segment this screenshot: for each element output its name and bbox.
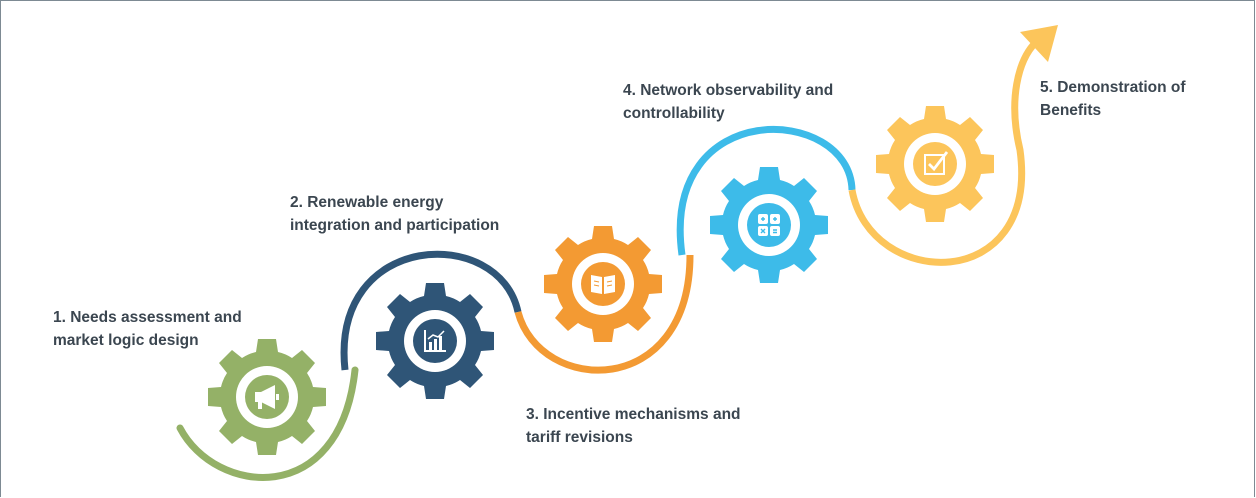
megaphone-icon — [255, 385, 279, 409]
path-segment-4 — [676, 126, 856, 256]
gear-2 — [376, 283, 494, 399]
path-segment-1 — [176, 366, 359, 481]
gear-1 — [208, 339, 326, 455]
path-segment-5 — [848, 39, 1039, 266]
step-5-line-2: Benefits — [1040, 102, 1102, 119]
step-4-line-1: 4. Network observability and — [623, 82, 834, 99]
step-2-line-1: 2. Renewable energy — [290, 194, 444, 211]
step-4-line-2: controllability — [623, 105, 725, 122]
calculator-icon — [758, 214, 780, 236]
step-5-line-1: 5. Demonstration of — [1040, 79, 1186, 96]
gear-4 — [710, 167, 828, 283]
step-2-label: 2. Renewable energy integration and part… — [290, 191, 499, 237]
arrow-head — [1020, 25, 1058, 62]
step-3-label: 3. Incentive mechanisms and tariff revis… — [526, 403, 741, 449]
step-2-line-2: integration and participation — [290, 217, 500, 234]
gear-5 — [876, 106, 994, 222]
step-5-label: 5. Demonstration of Benefits — [1040, 76, 1186, 122]
step-3-line-1: 3. Incentive mechanisms and — [526, 406, 741, 423]
path-segment-3 — [514, 254, 694, 374]
step-3-line-2: tariff revisions — [526, 429, 633, 446]
bar-chart-icon — [424, 330, 446, 352]
step-1-line-1: 1. Needs assessment and — [53, 309, 242, 326]
path-segment-2 — [340, 250, 522, 371]
step-1-label: 1. Needs assessment and market logic des… — [53, 306, 242, 352]
checkbox-icon — [924, 151, 949, 175]
open-book-icon — [591, 275, 615, 294]
step-4-label: 4. Network observability and controllabi… — [623, 79, 833, 125]
gear-3 — [544, 226, 662, 342]
step-1-line-2: market logic design — [53, 332, 199, 349]
